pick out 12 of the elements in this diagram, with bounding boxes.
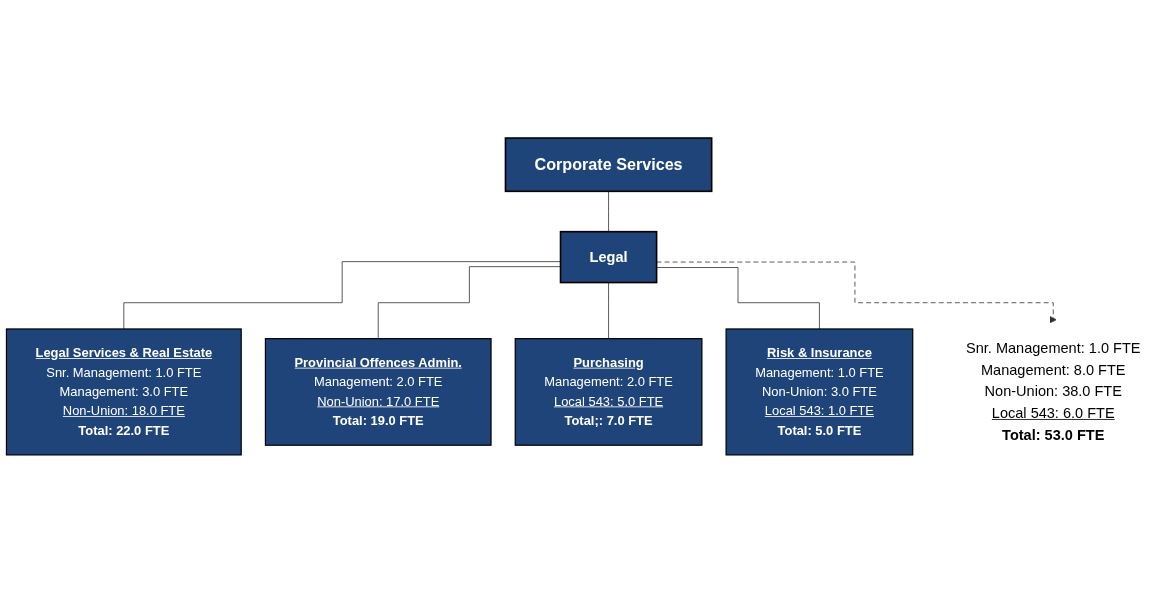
node-box: Legal [559, 230, 658, 284]
connector [656, 267, 820, 330]
connector [377, 266, 561, 340]
node-box: Legal Services & Real Estate Snr. Management: 1.0 FTE Management: 3.0 FTE Non-Union: 18.0 FTE Total: 22.0 FTE [5, 328, 242, 456]
connector [608, 190, 609, 233]
connector [123, 261, 561, 330]
node-box: Provincial Offences Admin. Management: 2.0 FTE Non-Union: 17.0 FTE Total: 19.0 FTE [264, 338, 492, 446]
node-box: Risk & Insurance Management: 1.0 FTE Non-Union: 3.0 FTE Local 543: 1.0 FTE Total: 5.0 FTE [725, 328, 914, 456]
node-box: Corporate Services [504, 137, 713, 193]
connector [608, 282, 609, 340]
node-box: Purchasing Management: 2.0 FTE Local 543: 5.0 FTE Total;: 7.0 FTE [514, 338, 703, 446]
node-text: Snr. Management: 1.0 FTE Management: 8.0 FTE Non-Union: 38.0 FTE Local 543: 6.0 FTE Total: 53.0 FTE [966, 339, 1141, 444]
